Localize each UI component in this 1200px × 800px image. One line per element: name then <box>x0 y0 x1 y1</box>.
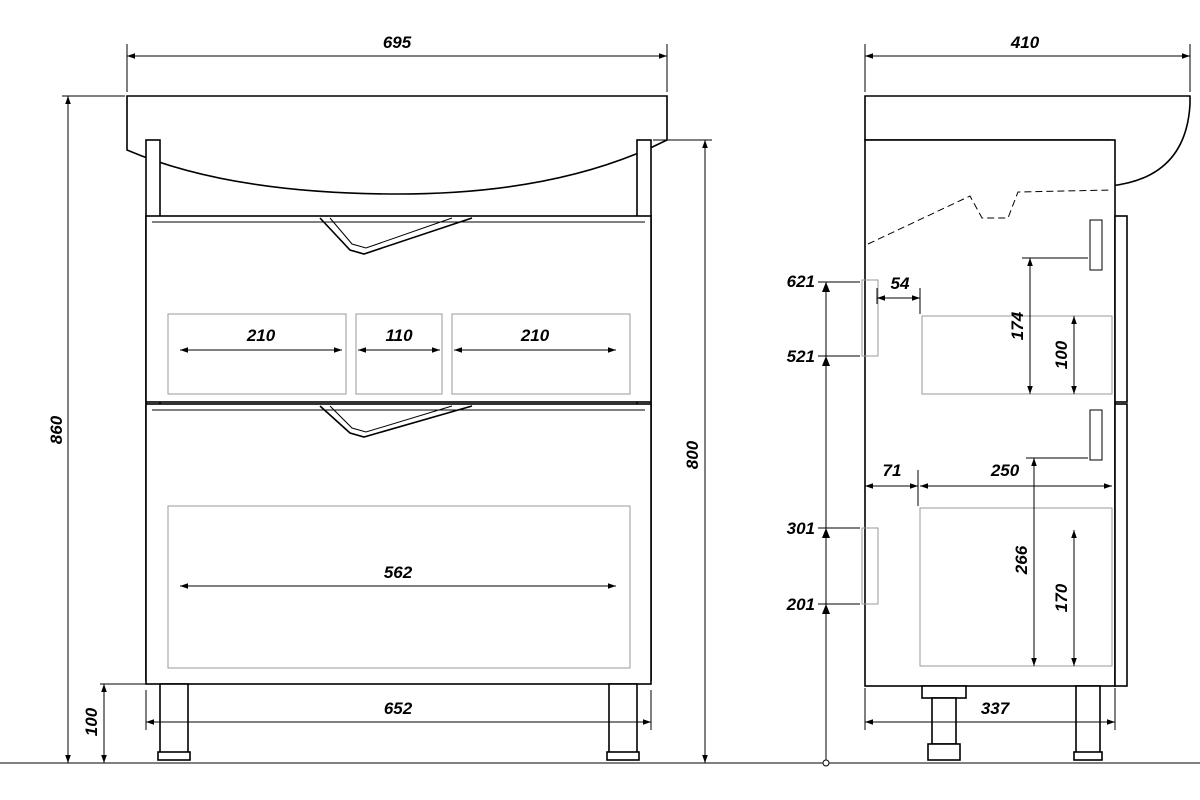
upper-drawer-handle <box>319 217 473 255</box>
dim-250: 250 <box>990 461 1020 480</box>
dim-860: 860 <box>47 415 66 444</box>
dim-652: 652 <box>384 699 413 718</box>
side-leg-foot <box>1073 751 1103 761</box>
front-dimensions: 695 860 800 100 652 210 110 210 562 <box>47 33 712 763</box>
side-lower-handle <box>1089 409 1103 461</box>
dim-71: 71 <box>883 461 902 480</box>
lower-compartment <box>167 505 631 669</box>
dim-695: 695 <box>383 33 412 52</box>
upper-drawer-handle-inner <box>329 217 453 249</box>
dim-54: 54 <box>891 274 910 293</box>
side-dimensions: 410 337 621 521 301 201 54 174 100 <box>786 33 1191 767</box>
lower-drawer-handle <box>319 405 473 438</box>
dim-410: 410 <box>1010 33 1040 52</box>
siphon-top <box>921 685 967 699</box>
upper-compartment-right <box>451 313 631 395</box>
dim-110: 110 <box>385 326 413 345</box>
dim-100-side: 100 <box>1052 340 1071 369</box>
side-cabinet <box>864 139 1116 687</box>
side-upper-front <box>1114 215 1128 403</box>
upper-compartment-left <box>167 313 347 395</box>
dim-562: 562 <box>384 563 413 582</box>
dim-521: 521 <box>787 347 815 366</box>
dim-201: 201 <box>786 595 815 614</box>
dim-337: 337 <box>981 699 1011 718</box>
side-upper-drawer-box <box>921 315 1113 395</box>
left-leg-foot <box>157 751 191 761</box>
side-upper-handle <box>1089 219 1103 271</box>
front-view <box>126 95 668 761</box>
dim-266: 266 <box>1012 545 1031 575</box>
side-handle-lower-left <box>861 527 879 605</box>
lower-drawer <box>145 403 652 685</box>
side-view <box>861 95 1191 761</box>
side-handle-upper-left <box>861 279 879 357</box>
dim-800: 800 <box>683 440 702 469</box>
left-leg <box>159 683 189 757</box>
side-lower-front <box>1114 403 1128 687</box>
dim-100-legs: 100 <box>82 707 101 736</box>
side-lower-drawer-box <box>919 507 1113 667</box>
basin <box>126 95 668 195</box>
dim-210-right: 210 <box>520 326 550 345</box>
dim-170: 170 <box>1052 583 1071 612</box>
right-leg <box>608 683 638 757</box>
siphon-foot <box>927 743 961 761</box>
lower-drawer-handle-inner <box>329 405 453 433</box>
siphon-pipe <box>931 697 957 745</box>
dim-621: 621 <box>787 272 815 291</box>
dim-301: 301 <box>787 519 815 538</box>
upper-compartment-middle <box>355 313 443 395</box>
side-leg <box>1075 685 1101 757</box>
siphon-cutout <box>867 189 1113 245</box>
right-leg-foot <box>606 751 640 761</box>
dim-174: 174 <box>1008 311 1027 340</box>
upper-drawer <box>145 215 652 403</box>
dim-210-left: 210 <box>246 326 276 345</box>
